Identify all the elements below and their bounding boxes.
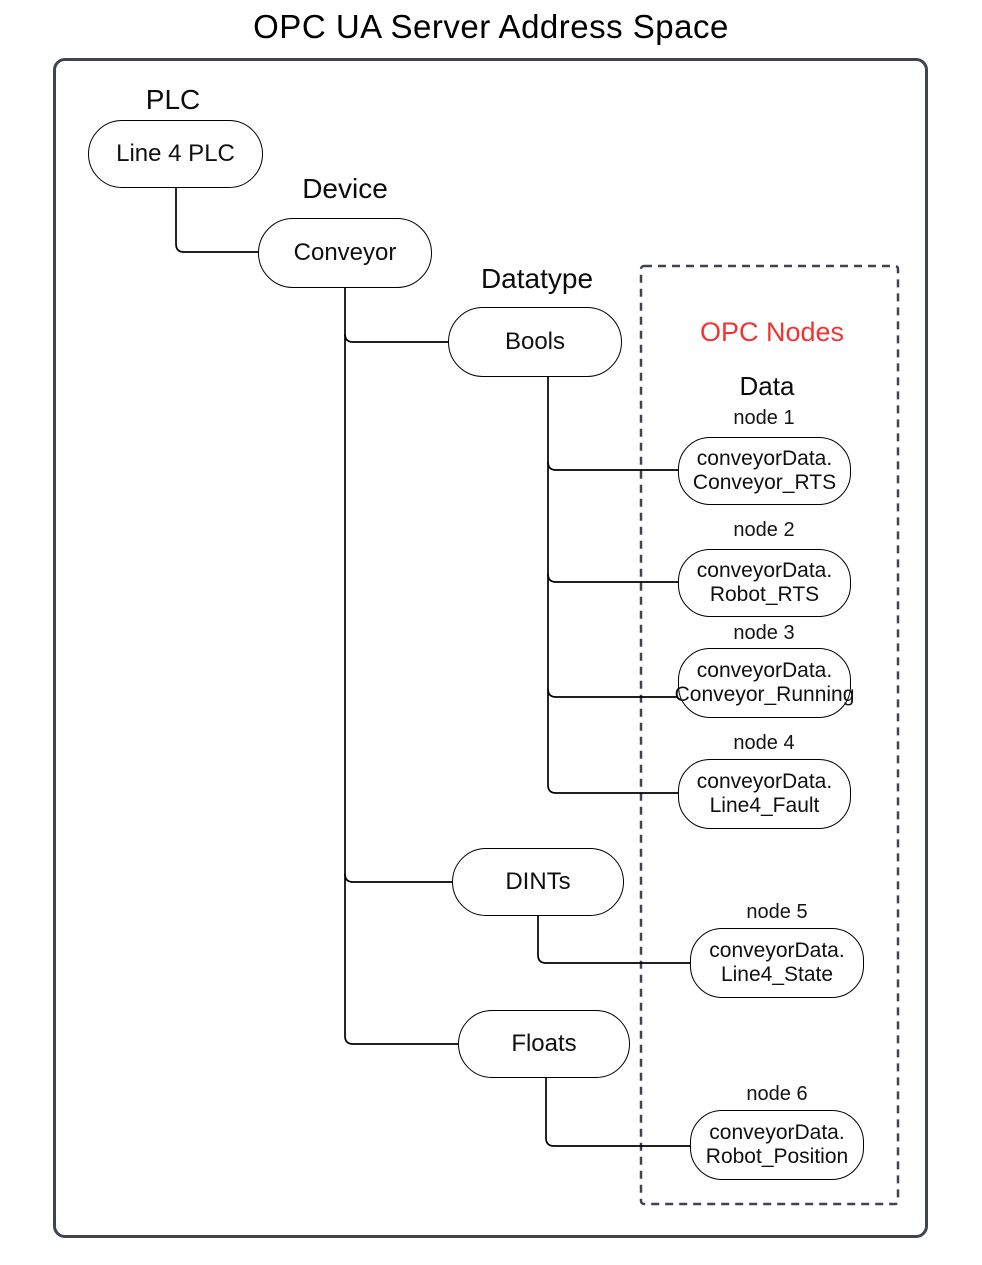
opc-node1-line2: Conveyor_RTS xyxy=(692,471,837,494)
page-title: OPC UA Server Address Space xyxy=(253,8,729,45)
opc-node6-line2: Robot_Position xyxy=(705,1145,849,1168)
opc-node3-line1: conveyorData. xyxy=(696,659,833,683)
opc-node4-pill: conveyorData. Line4_Fault xyxy=(678,759,851,829)
opc-node2-pill: conveyorData. Robot_RTS xyxy=(678,549,851,617)
opc-node6-line1: conveyorData. xyxy=(709,1121,845,1145)
opc-node3-pill: conveyorData. Conveyor_Running xyxy=(675,648,854,718)
opc-node5-pill: conveyorData. Line4_State xyxy=(690,928,864,998)
opc-node2-line1: conveyorData. xyxy=(696,559,833,583)
datatype-category-label: Datatype xyxy=(480,263,594,294)
opc-node6-pill: conveyorData. Robot_Position xyxy=(690,1110,864,1180)
node-bools: Bools xyxy=(448,307,622,377)
node-floats: Floats xyxy=(458,1010,630,1078)
opc-node1-caption: node 1 xyxy=(733,407,795,429)
opc-node5-line2: Line4_State xyxy=(720,963,834,986)
opc-node2-line2: Robot_RTS xyxy=(709,583,820,606)
opc-node1-line1: conveyorData. xyxy=(696,447,833,471)
opc-node3-line2: Conveyor_Running xyxy=(674,683,855,706)
opc-data-heading: Data xyxy=(739,371,795,401)
opc-node5-caption: node 5 xyxy=(746,901,808,923)
address-space-frame xyxy=(53,58,928,1238)
opc-node2-caption: node 2 xyxy=(733,519,795,541)
node-line4-plc: Line 4 PLC xyxy=(88,120,263,188)
opc-node1-pill: conveyorData. Conveyor_RTS xyxy=(678,437,851,505)
node-dints: DINTs xyxy=(452,848,624,916)
opc-node4-caption: node 4 xyxy=(733,732,795,754)
opc-nodes-heading: OPC Nodes xyxy=(699,317,845,347)
node-conveyor: Conveyor xyxy=(258,218,432,288)
opc-node6-caption: node 6 xyxy=(746,1083,808,1105)
opc-node4-line1: conveyorData. xyxy=(696,770,833,794)
device-category-label: Device xyxy=(302,173,388,204)
plc-category-label: PLC xyxy=(145,84,201,115)
opc-node4-line2: Line4_Fault xyxy=(709,794,820,817)
opc-node5-line1: conveyorData. xyxy=(709,939,845,963)
opc-node3-caption: node 3 xyxy=(733,622,795,644)
